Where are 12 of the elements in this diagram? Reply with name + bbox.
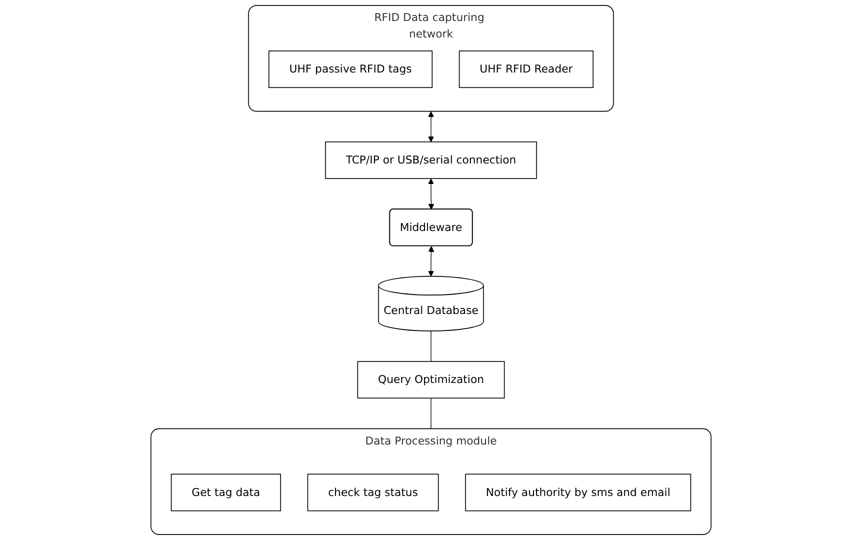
node-box: check tag status [307,474,439,512]
connector [430,398,432,429]
node-box: TCP/IP or USB/serial connection [325,141,537,179]
arrow [428,178,434,210]
node-box: UHF passive RFID tags [268,50,433,88]
arrow [428,246,434,277]
connector [430,330,432,362]
node-box: Notify authority by sms and email [465,474,692,512]
arrow [428,111,434,142]
node-box: Get tag data [170,474,281,512]
node-box: Query Optimization [357,361,505,399]
node-box: UHF RFID Reader [458,50,594,88]
